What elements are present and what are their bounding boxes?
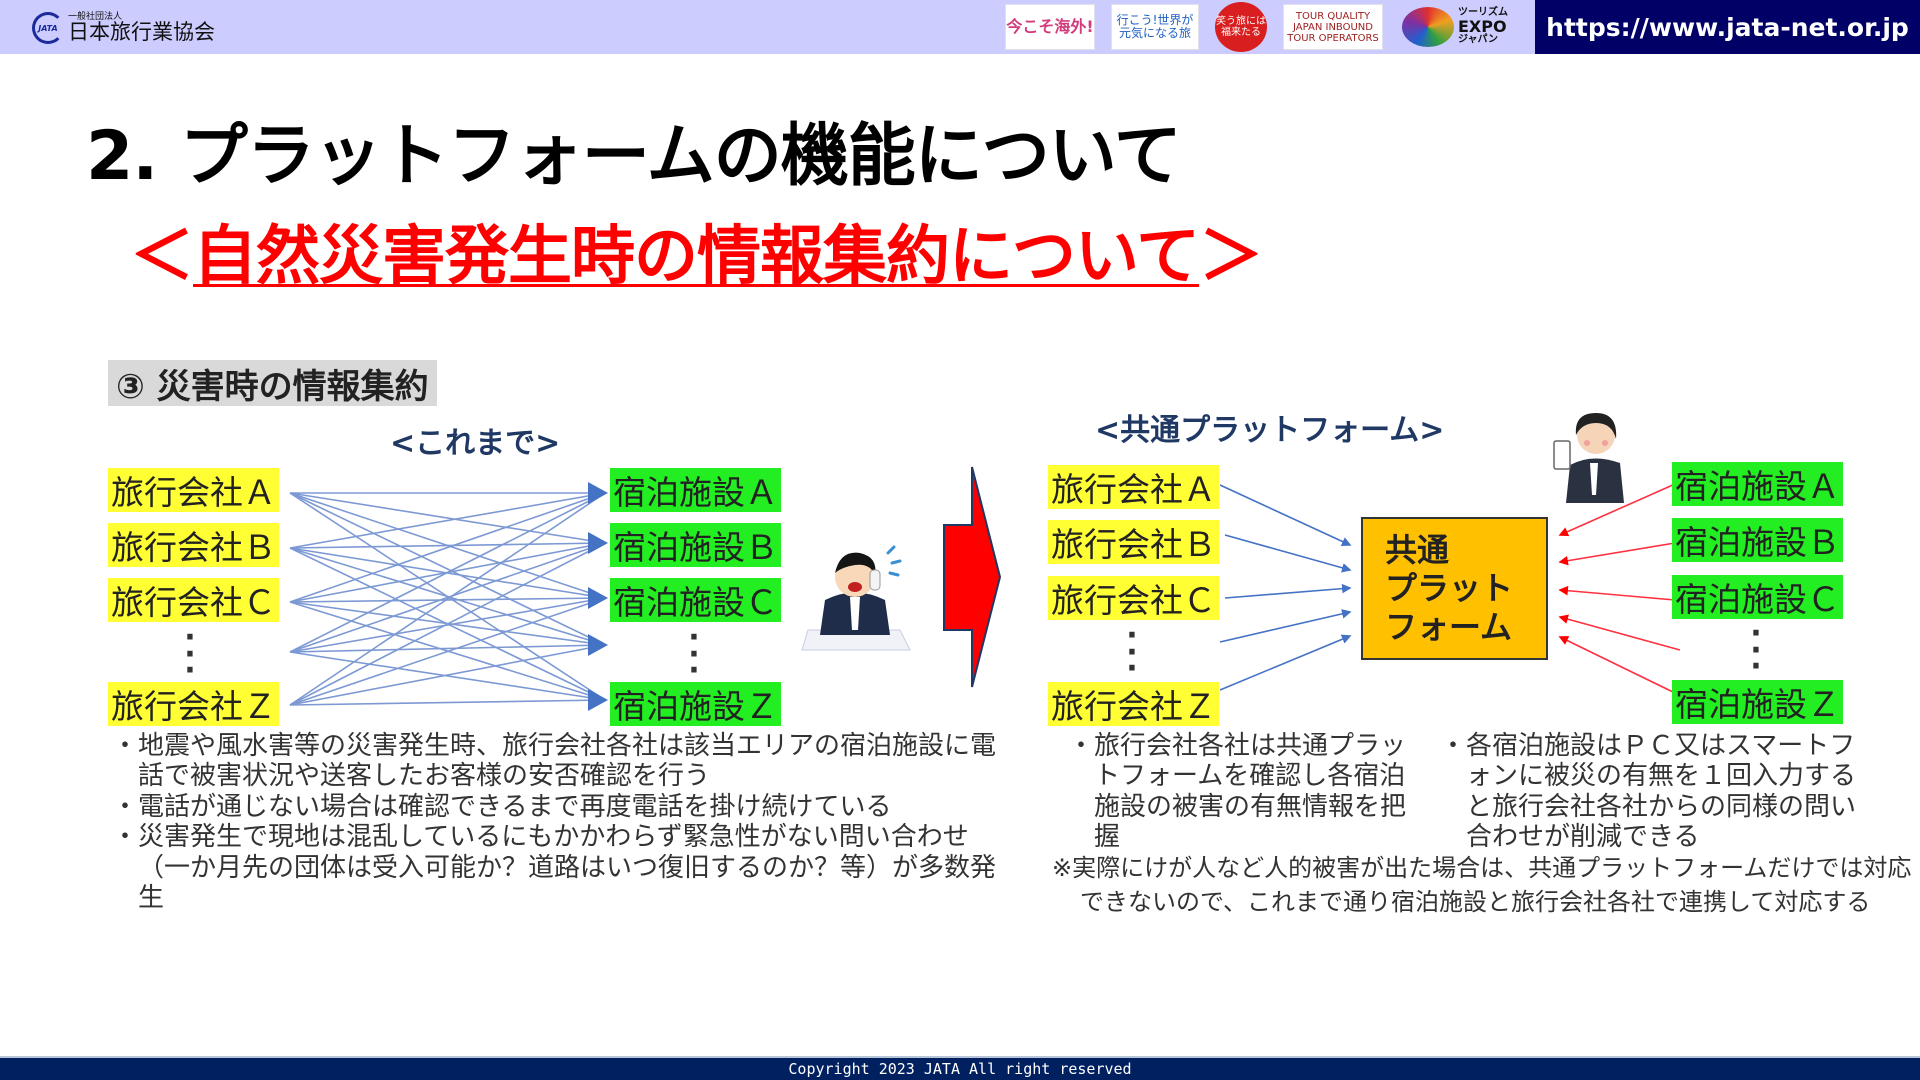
before-agency-a: 旅行会社Ａ (108, 468, 279, 512)
bullet-item: ・各宿泊施設はＰＣ又はスマートフォンに被災の有無を１回入力すると旅行会社各社から… (1440, 731, 1857, 853)
before-agency-ellipsis: ··· (184, 620, 196, 688)
platform-agency-z: 旅行会社Ｚ (1048, 682, 1219, 726)
platform-facility-b: 宿泊施設Ｂ (1672, 518, 1843, 562)
jata-logo[interactable]: JATA 一般社団法人 日本旅行業協会 (32, 8, 215, 48)
expo-swirl-icon (1402, 7, 1454, 47)
fuku-kitaru-logo[interactable]: 笑う旅には福来たる (1215, 2, 1267, 52)
bullet-item: ・旅行会社各社は共通プラットフォームを確認し各宿泊施設の被害の有無情報を把握 (1068, 731, 1407, 853)
platform-agency-ellipsis: ··· (1126, 618, 1138, 686)
genki-tabi-logo[interactable]: 行こう!世界が元気になる旅 (1111, 4, 1199, 50)
platform-facility-ellipsis: ··· (1750, 616, 1762, 684)
platform-facility-z: 宿泊施設Ｚ (1672, 680, 1843, 724)
page-subtitle: ＜自然災害発生時の情報集約について＞ (130, 220, 1263, 294)
before-agency-b: 旅行会社Ｂ (108, 523, 279, 567)
busy-man-on-phone-icon (801, 545, 911, 651)
footer-copyright: Copyright 2023 JATA All right reserved (0, 1058, 1920, 1080)
tourism-expo-japan-logo[interactable]: ツーリズム EXPO ジャパン (1399, 4, 1511, 50)
platform-facility-a: 宿泊施設Ａ (1672, 462, 1843, 506)
header-bar: JATA 一般社団法人 日本旅行業協会 今こそ海外! 行こう!世界が元気になる旅… (0, 0, 1920, 54)
woman-with-smartphone-icon (1553, 413, 1624, 503)
note-text: ※実際にけが人など人的被害が出た場合は、共通プラットフォームだけでは対応できない… (1052, 854, 1912, 916)
before-facility-ellipsis: ··· (688, 620, 700, 688)
before-facility-b: 宿泊施設Ｂ (610, 523, 781, 567)
platform-agency-b: 旅行会社Ｂ (1048, 520, 1219, 564)
platform-agency-bullet-list: ・旅行会社各社は共通プラットフォームを確認し各宿泊施設の被害の有無情報を把握 (1068, 731, 1428, 853)
jata-mark-icon: JATA (32, 12, 64, 44)
footer-divider (0, 1056, 1920, 1058)
before-facility-z: 宿泊施設Ｚ (610, 682, 781, 726)
before-agency-z: 旅行会社Ｚ (108, 682, 279, 726)
before-facility-c: 宿泊施設Ｃ (610, 578, 781, 622)
platform-agency-c: 旅行会社Ｃ (1048, 576, 1219, 620)
imakoso-kaigai-logo[interactable]: 今こそ海外! (1005, 4, 1095, 50)
platform-facility-bullet-list: ・各宿泊施設はＰＣ又はスマートフォンに被災の有無を１回入力すると旅行会社各社から… (1440, 731, 1880, 853)
bullet-item: ・地震や風水害等の災害発生時、旅行会社各社は該当エリアの宿泊施設に電話で被害状況… (112, 731, 997, 792)
org-type-label: 一般社団法人 (68, 12, 123, 22)
before-agency-c: 旅行会社Ｃ (108, 578, 279, 622)
before-label: <これまで> (390, 426, 561, 461)
partner-logos: 今こそ海外! 行こう!世界が元気になる旅 笑う旅には福来たる TOUR QUAL… (1005, 2, 1511, 52)
bullet-item: ・電話が通じない場合は確認できるまで再度電話を掛け続けている (112, 791, 892, 822)
website-url-link[interactable]: https://www.jata-net.or.jp (1535, 0, 1920, 54)
section-heading: ③ 災害時の情報集約 (108, 360, 437, 407)
tour-quality-japan-logo[interactable]: TOUR QUALITY JAPAN INBOUND TOUR OPERATOR… (1283, 4, 1383, 50)
bullet-item: ・災害発生で現地は混乱しているにもかかわらず緊急性がない問い合わせ（一か月先の団… (112, 822, 997, 914)
platform-agency-a: 旅行会社Ａ (1048, 465, 1219, 509)
before-bullet-list: ・地震や風水害等の災害発生時、旅行会社各社は該当エリアの宿泊施設に電話で被害状況… (112, 731, 1012, 913)
platform-label: <共通プラットフォーム> (1095, 413, 1445, 448)
org-name: 日本旅行業協会 (68, 20, 215, 44)
platform-facility-c: 宿泊施設Ｃ (1672, 575, 1843, 619)
common-platform-box: 共通 プラット フォーム (1361, 517, 1548, 660)
page-title: 2. プラットフォームの機能について (86, 117, 1182, 196)
big-red-arrow-icon (943, 466, 1002, 688)
before-facility-a: 宿泊施設Ａ (610, 468, 781, 512)
